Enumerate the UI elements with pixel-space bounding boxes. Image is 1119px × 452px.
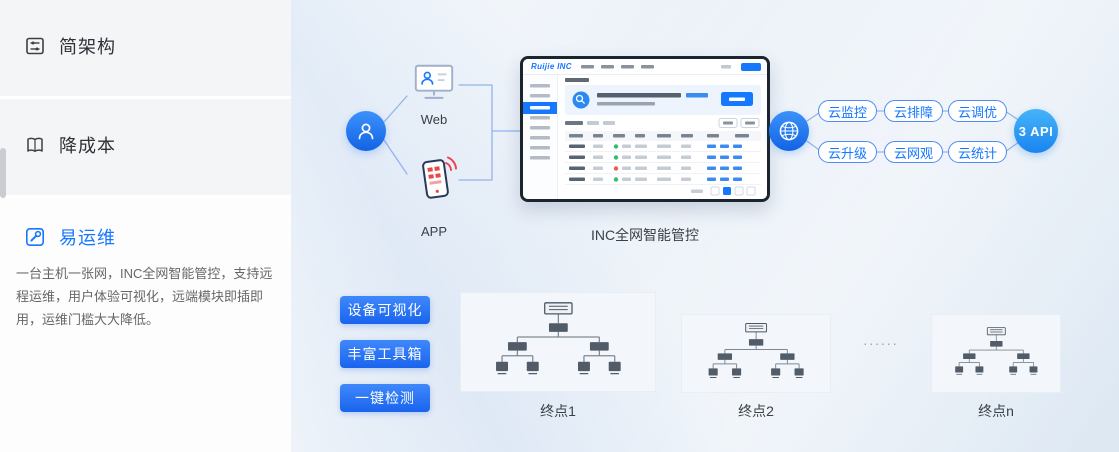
- console-screenshot-illustration: [523, 59, 767, 199]
- sidebar-item-row[interactable]: 降成本: [24, 132, 116, 158]
- console-caption: INC全网智能管控: [590, 227, 700, 243]
- network-topology-icon: [473, 297, 644, 387]
- endpoint-topology-panel: [460, 292, 656, 392]
- endpoint-label: 终点n: [978, 403, 1014, 419]
- admin-user-badge: [346, 111, 386, 151]
- endpoint-topology-panel: [931, 314, 1061, 393]
- sidebar-item-row[interactable]: 简架构: [24, 33, 116, 59]
- endpoint-topology-panel: [681, 314, 831, 393]
- endpoint-label: 终点1: [540, 403, 576, 419]
- sidebar-item-cost-reduction[interactable]: 降成本: [0, 99, 291, 195]
- inc-console-preview: Ruijie INC: [520, 56, 770, 202]
- console-screen: Ruijie INC: [523, 59, 767, 199]
- admin-user-icon: [358, 123, 374, 140]
- cloud-network-badge: [769, 111, 809, 151]
- feature-sidebar: 简架构 降成本 易运维 一台主机一张网，INC全网智能管控，: [0, 0, 291, 452]
- console-logo: Ruijie INC: [531, 62, 572, 71]
- api-count-badge: 3 API: [1014, 109, 1058, 153]
- sidebar-item-label: 简架构: [59, 37, 116, 57]
- service-tag-cloud-troubleshoot: 云排障: [884, 100, 944, 122]
- diagram-canvas: Web APP: [291, 0, 1119, 452]
- service-tag-cloud-monitor: 云监控: [818, 100, 878, 122]
- sidebar-item-label: 降成本: [59, 136, 116, 156]
- service-tag-cloud-tuning: 云调优: [948, 100, 1008, 122]
- sidebar-item-simple-architecture[interactable]: 简架构: [0, 0, 291, 96]
- feature-description: 一台主机一张网，INC全网智能管控，支持远程运维，用户体验可视化，远端模块即插即…: [16, 266, 273, 327]
- app-phone-icon: [422, 156, 457, 199]
- network-topology-icon: [691, 318, 821, 389]
- app-client-label: APP: [420, 224, 447, 239]
- feature-tag-toolbox: 丰富工具箱: [340, 340, 430, 368]
- endpoint-label: 终点2: [738, 403, 774, 419]
- service-tag-cloud-netview: 云网观: [884, 141, 944, 163]
- sidebar-item-row[interactable]: 易运维: [24, 224, 116, 250]
- maintenance-wrench-icon: [25, 227, 44, 246]
- sidebar-item-label: 易运维: [59, 228, 116, 248]
- web-client-label: Web: [420, 112, 448, 127]
- architecture-icon: [26, 37, 44, 55]
- feature-tag-one-key-check: 一键检测: [340, 384, 430, 412]
- cost-reduction-icon: [27, 137, 43, 153]
- sidebar-item-easy-maintenance[interactable]: 易运维 一台主机一张网，INC全网智能管控，支持远程运维，用户体验可视化，远端模…: [0, 198, 291, 452]
- feature-tag-device-visualization: 设备可视化: [340, 296, 430, 324]
- ellipsis-text: ......: [863, 332, 899, 348]
- web-monitor-icon: [414, 64, 454, 99]
- network-topology-icon: [940, 318, 1053, 389]
- service-tag-cloud-upgrade: 云升级: [818, 141, 878, 163]
- service-tag-cloud-stats: 云统计: [948, 141, 1008, 163]
- globe-icon: [779, 121, 799, 141]
- scrollbar-thumb[interactable]: [0, 148, 6, 198]
